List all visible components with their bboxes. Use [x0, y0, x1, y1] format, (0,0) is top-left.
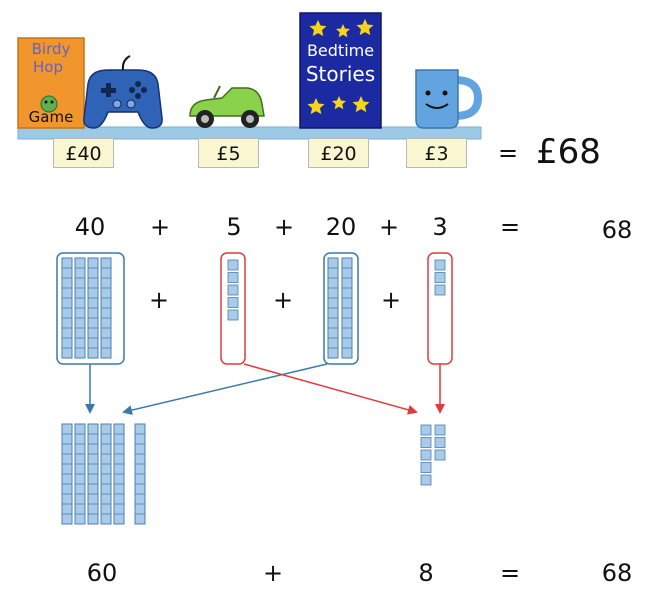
price-tag-book: £20 — [308, 138, 369, 168]
tens-rod-40-2 — [74, 257, 86, 359]
ones-cube-8-a5 — [420, 474, 432, 486]
ones-cube-5-3 — [227, 284, 239, 296]
ones-cube-3-1 — [434, 259, 446, 271]
ones-cube-3-2 — [434, 272, 446, 283]
ones-cube-5-2 — [227, 272, 239, 283]
tens-rod-40-3 — [87, 257, 99, 359]
tens-rod-20-1 — [327, 257, 339, 359]
toy-car-icon — [189, 85, 265, 128]
book-title-line1: Bedtime — [306, 41, 375, 60]
plus-sign-3: + — [378, 213, 400, 241]
ones-cube-8-b3 — [434, 449, 446, 461]
plus-sign-1: + — [149, 213, 171, 241]
tens-rod-60-6 — [134, 423, 146, 525]
total-price: £68 — [536, 132, 601, 172]
tens-rod-20-2 — [341, 257, 353, 359]
base-ten-blocks — [61, 257, 446, 525]
bedtime-stories-book-icon — [299, 12, 382, 129]
result-ones-8: 8 — [418, 559, 434, 587]
ones-group-5-outline — [220, 252, 246, 365]
price-tag-mug: £3 — [406, 138, 467, 168]
ones-cube-8-b1 — [434, 424, 446, 436]
result-equals-sign: = — [499, 559, 521, 587]
game-title-line3: Game — [28, 108, 74, 126]
game-title-line1: Birdy — [31, 40, 71, 58]
tens-rod-60-5 — [113, 423, 125, 525]
price-tag-game: £40 — [53, 138, 114, 168]
board-game-icon — [17, 37, 85, 129]
ones-cube-5-5 — [227, 309, 239, 321]
tens-rod-60-3 — [87, 423, 99, 525]
equation-result: 68 — [601, 216, 633, 244]
book-title-line2: Stories — [305, 62, 376, 86]
result-plus-sign: + — [262, 559, 284, 587]
term-3: 3 — [432, 213, 448, 241]
tens-rod-60-1 — [61, 423, 73, 525]
game-controller-icon — [83, 55, 163, 129]
total-equals-sign: = — [497, 139, 519, 167]
tens-rod-40-1 — [61, 257, 73, 359]
block-plus-sign-3: + — [380, 286, 402, 314]
arrow-tens-20-to-tens — [122, 363, 328, 416]
game-title-line2: Hop — [33, 58, 63, 76]
block-plus-sign-2: + — [272, 286, 294, 314]
tens-group-20-outline — [323, 252, 359, 365]
ones-cube-8-a3 — [420, 449, 432, 461]
result-total-68: 68 — [601, 559, 633, 587]
ones-cube-8-b2 — [434, 437, 446, 448]
ones-cube-5-4 — [227, 297, 239, 308]
ones-cube-8-a4 — [420, 462, 432, 473]
ones-cube-8-a1 — [420, 424, 432, 436]
term-20: 20 — [325, 213, 357, 241]
tens-rod-40-4 — [100, 257, 112, 359]
ones-cube-3-3 — [434, 284, 446, 296]
result-tens-60: 60 — [86, 559, 118, 587]
plus-sign-2: + — [273, 213, 295, 241]
tens-rod-60-2 — [74, 423, 86, 525]
equals-sign-1: = — [499, 213, 521, 241]
price-tag-car: £5 — [198, 138, 259, 168]
term-5: 5 — [226, 213, 242, 241]
arrow-ones-5-to-ones — [243, 363, 418, 415]
ones-cube-8-a2 — [420, 437, 432, 448]
block-plus-sign-1: + — [148, 286, 170, 314]
tens-rod-60-4 — [100, 423, 112, 525]
ones-cube-5-1 — [227, 259, 239, 271]
mug-icon — [415, 69, 483, 129]
term-40: 40 — [74, 213, 106, 241]
